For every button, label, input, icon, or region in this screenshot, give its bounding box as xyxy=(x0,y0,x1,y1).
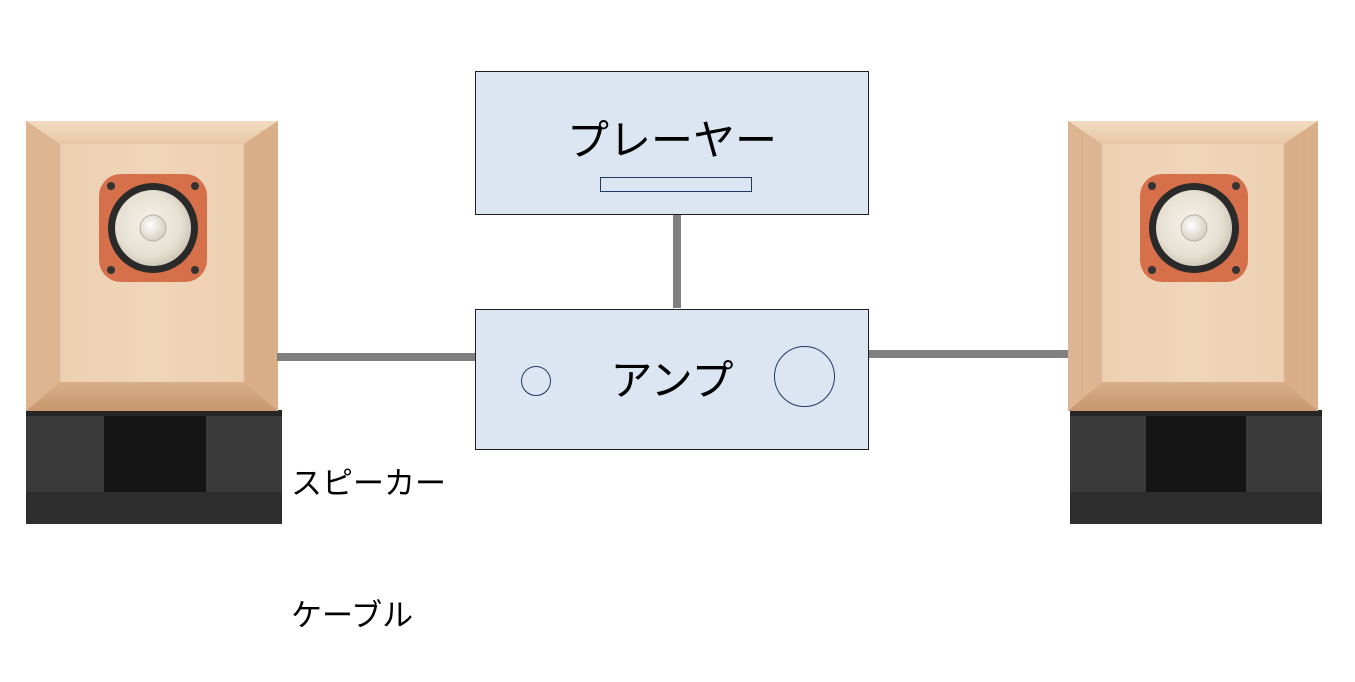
speaker-cable-caption: スピーカー ケーブル xyxy=(291,374,446,682)
amp-small-knob xyxy=(521,366,551,396)
amp-volume-knob xyxy=(774,346,835,407)
speaker-cable-caption-line2: ケーブル xyxy=(291,598,414,634)
disc-slot xyxy=(600,177,752,192)
amplifier-box: アンプ xyxy=(475,309,869,450)
right-speaker-driver xyxy=(1140,174,1248,282)
amplifier-label: アンプ xyxy=(610,356,734,405)
system-diagram: { "player": { "label": "プレーヤー" }, "ampli… xyxy=(26,71,1322,634)
left-speaker-driver xyxy=(99,174,207,282)
player-label: プレーヤー xyxy=(566,116,777,165)
left-speaker-cable xyxy=(277,353,476,361)
player-box: プレーヤー xyxy=(475,71,869,215)
right-speaker-image xyxy=(1068,121,1322,524)
left-speaker-stand xyxy=(26,410,282,524)
left-speaker-image xyxy=(26,121,282,524)
right-speaker-cable xyxy=(868,350,1068,358)
left-speaker-cabinet xyxy=(26,121,278,411)
player-to-amp-cable xyxy=(673,214,681,308)
speaker-cable-caption-line1: スピーカー xyxy=(291,466,446,502)
right-speaker-stand xyxy=(1070,410,1322,524)
